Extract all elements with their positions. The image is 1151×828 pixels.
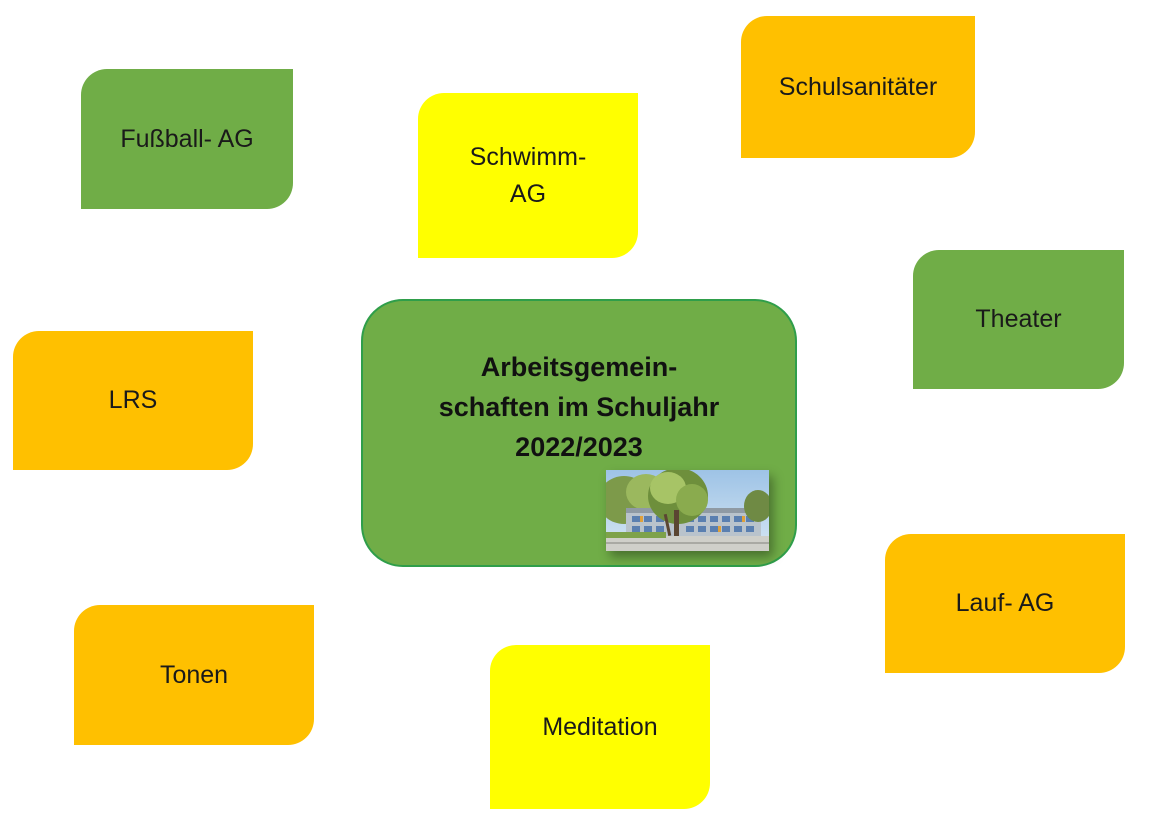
- center-box: Arbeitsgemein- schaften im Schuljahr 202…: [361, 299, 797, 567]
- group-box-meditation: Meditation: [490, 645, 710, 809]
- group-label-lrs: LRS: [108, 386, 158, 415]
- center-title: Arbeitsgemein- schaften im Schuljahr 202…: [363, 347, 795, 467]
- group-label-meditation: Meditation: [542, 712, 658, 741]
- group-label-lauf: Lauf- AG: [955, 589, 1055, 618]
- group-label-fussball: Fußball- AG: [120, 124, 254, 153]
- group-box-lrs: LRS: [13, 331, 253, 470]
- group-box-fussball: Fußball- AG: [81, 69, 293, 209]
- center-title-line-3: 2022/2023: [515, 432, 643, 462]
- group-box-theater: Theater: [913, 250, 1124, 389]
- center-title-line-2: schaften im Schuljahr: [438, 392, 720, 422]
- group-label-theater: Theater: [975, 305, 1062, 334]
- school-building-photo: [606, 470, 769, 551]
- group-label-tonen: Tonen: [159, 660, 229, 689]
- group-label-schwimm: Schwimm- AG: [469, 143, 587, 208]
- center-title-line-1: Arbeitsgemein-: [480, 352, 678, 382]
- group-box-lauf: Lauf- AG: [885, 534, 1125, 673]
- group-box-tonen: Tonen: [74, 605, 314, 745]
- group-box-schulsanitaeter: Schulsanitäter: [741, 16, 975, 158]
- group-box-schwimm: Schwimm- AG: [418, 93, 638, 258]
- group-label-schulsanitaeter: Schulsanitäter: [778, 72, 938, 101]
